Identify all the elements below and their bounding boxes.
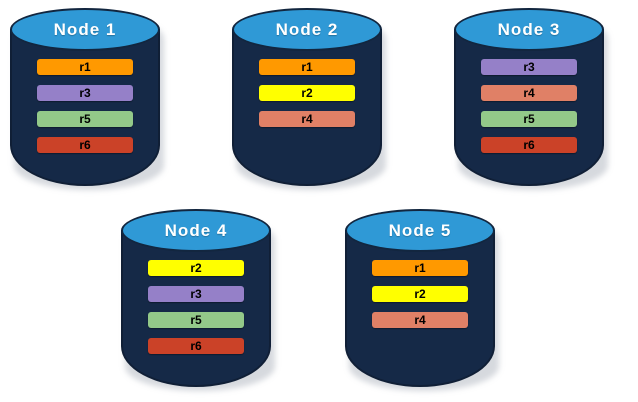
replica-bar[interactable]: r2 bbox=[259, 85, 355, 101]
replica-label: r3 bbox=[190, 287, 202, 301]
replica-bar[interactable]: r2 bbox=[148, 260, 244, 276]
replica-bar[interactable]: r3 bbox=[148, 286, 244, 302]
replica-label: r4 bbox=[414, 313, 426, 327]
replica-bar[interactable]: r1 bbox=[37, 59, 133, 75]
cylinder-top-ellipse: Node 5 bbox=[345, 209, 495, 252]
replica-label: r5 bbox=[523, 112, 535, 126]
database-node-3[interactable]: Node 3 r3 r4 r5 r6 bbox=[454, 8, 608, 190]
cylinder-shape: Node 3 bbox=[454, 8, 608, 190]
replica-label: r6 bbox=[79, 138, 91, 152]
cylinder-top-ellipse: Node 2 bbox=[232, 8, 382, 51]
replica-label: r4 bbox=[301, 112, 313, 126]
cylinder-shape: Node 4 bbox=[121, 209, 275, 391]
replica-bar[interactable]: r4 bbox=[372, 312, 468, 328]
replica-label: r6 bbox=[190, 339, 202, 353]
replica-label: r3 bbox=[79, 86, 91, 100]
replica-label: r5 bbox=[79, 112, 91, 126]
replica-label: r3 bbox=[523, 60, 535, 74]
replica-bar[interactable]: r3 bbox=[37, 85, 133, 101]
replica-bar[interactable]: r6 bbox=[481, 137, 577, 153]
replica-bar[interactable]: r2 bbox=[372, 286, 468, 302]
node-label: Node 4 bbox=[164, 221, 228, 240]
replica-bar[interactable]: r5 bbox=[37, 111, 133, 127]
replica-list: r1 r2 r4 bbox=[345, 260, 495, 328]
replica-bar[interactable]: r4 bbox=[259, 111, 355, 127]
replica-label: r1 bbox=[414, 261, 426, 275]
replica-bar[interactable]: r3 bbox=[481, 59, 577, 75]
replica-label: r5 bbox=[190, 313, 202, 327]
node-label: Node 3 bbox=[497, 20, 561, 39]
replica-label: r6 bbox=[523, 138, 535, 152]
cylinder-body bbox=[121, 230, 271, 387]
replica-label: r4 bbox=[523, 86, 535, 100]
database-node-4[interactable]: Node 4 r2 r3 r5 r6 bbox=[121, 209, 275, 391]
replica-bar[interactable]: r1 bbox=[259, 59, 355, 75]
cylinder-body bbox=[345, 230, 495, 387]
replica-list: r3 r4 r5 r6 bbox=[454, 59, 604, 153]
cylinder-body bbox=[232, 29, 382, 186]
database-node-5[interactable]: Node 5 r1 r2 r4 bbox=[345, 209, 499, 391]
cylinder-shape: Node 2 bbox=[232, 8, 386, 190]
node-label: Node 2 bbox=[275, 20, 339, 39]
node-label: Node 5 bbox=[388, 221, 452, 240]
replica-label: r2 bbox=[414, 287, 426, 301]
replica-label: r2 bbox=[190, 261, 202, 275]
replica-bar[interactable]: r5 bbox=[148, 312, 244, 328]
cylinder-body bbox=[454, 29, 604, 186]
replica-bar[interactable]: r1 bbox=[372, 260, 468, 276]
replica-bar[interactable]: r5 bbox=[481, 111, 577, 127]
node-label: Node 1 bbox=[53, 20, 117, 39]
replica-list: r2 r3 r5 r6 bbox=[121, 260, 271, 354]
replica-list: r1 r2 r4 bbox=[232, 59, 382, 127]
replica-label: r1 bbox=[301, 60, 313, 74]
replica-label: r1 bbox=[79, 60, 91, 74]
cylinder-body bbox=[10, 29, 160, 186]
replica-label: r2 bbox=[301, 86, 313, 100]
database-node-1[interactable]: Node 1 r1 r3 r5 r6 bbox=[10, 8, 164, 190]
database-node-2[interactable]: Node 2 r1 r2 r4 bbox=[232, 8, 386, 190]
cylinder-shape: Node 5 bbox=[345, 209, 499, 391]
cylinder-top-ellipse: Node 3 bbox=[454, 8, 604, 51]
cylinder-shape: Node 1 bbox=[10, 8, 164, 190]
cylinder-top-ellipse: Node 1 bbox=[10, 8, 160, 51]
cylinder-top-ellipse: Node 4 bbox=[121, 209, 271, 252]
replica-list: r1 r3 r5 r6 bbox=[10, 59, 160, 153]
replica-bar[interactable]: r6 bbox=[148, 338, 244, 354]
replica-bar[interactable]: r4 bbox=[481, 85, 577, 101]
replica-bar[interactable]: r6 bbox=[37, 137, 133, 153]
